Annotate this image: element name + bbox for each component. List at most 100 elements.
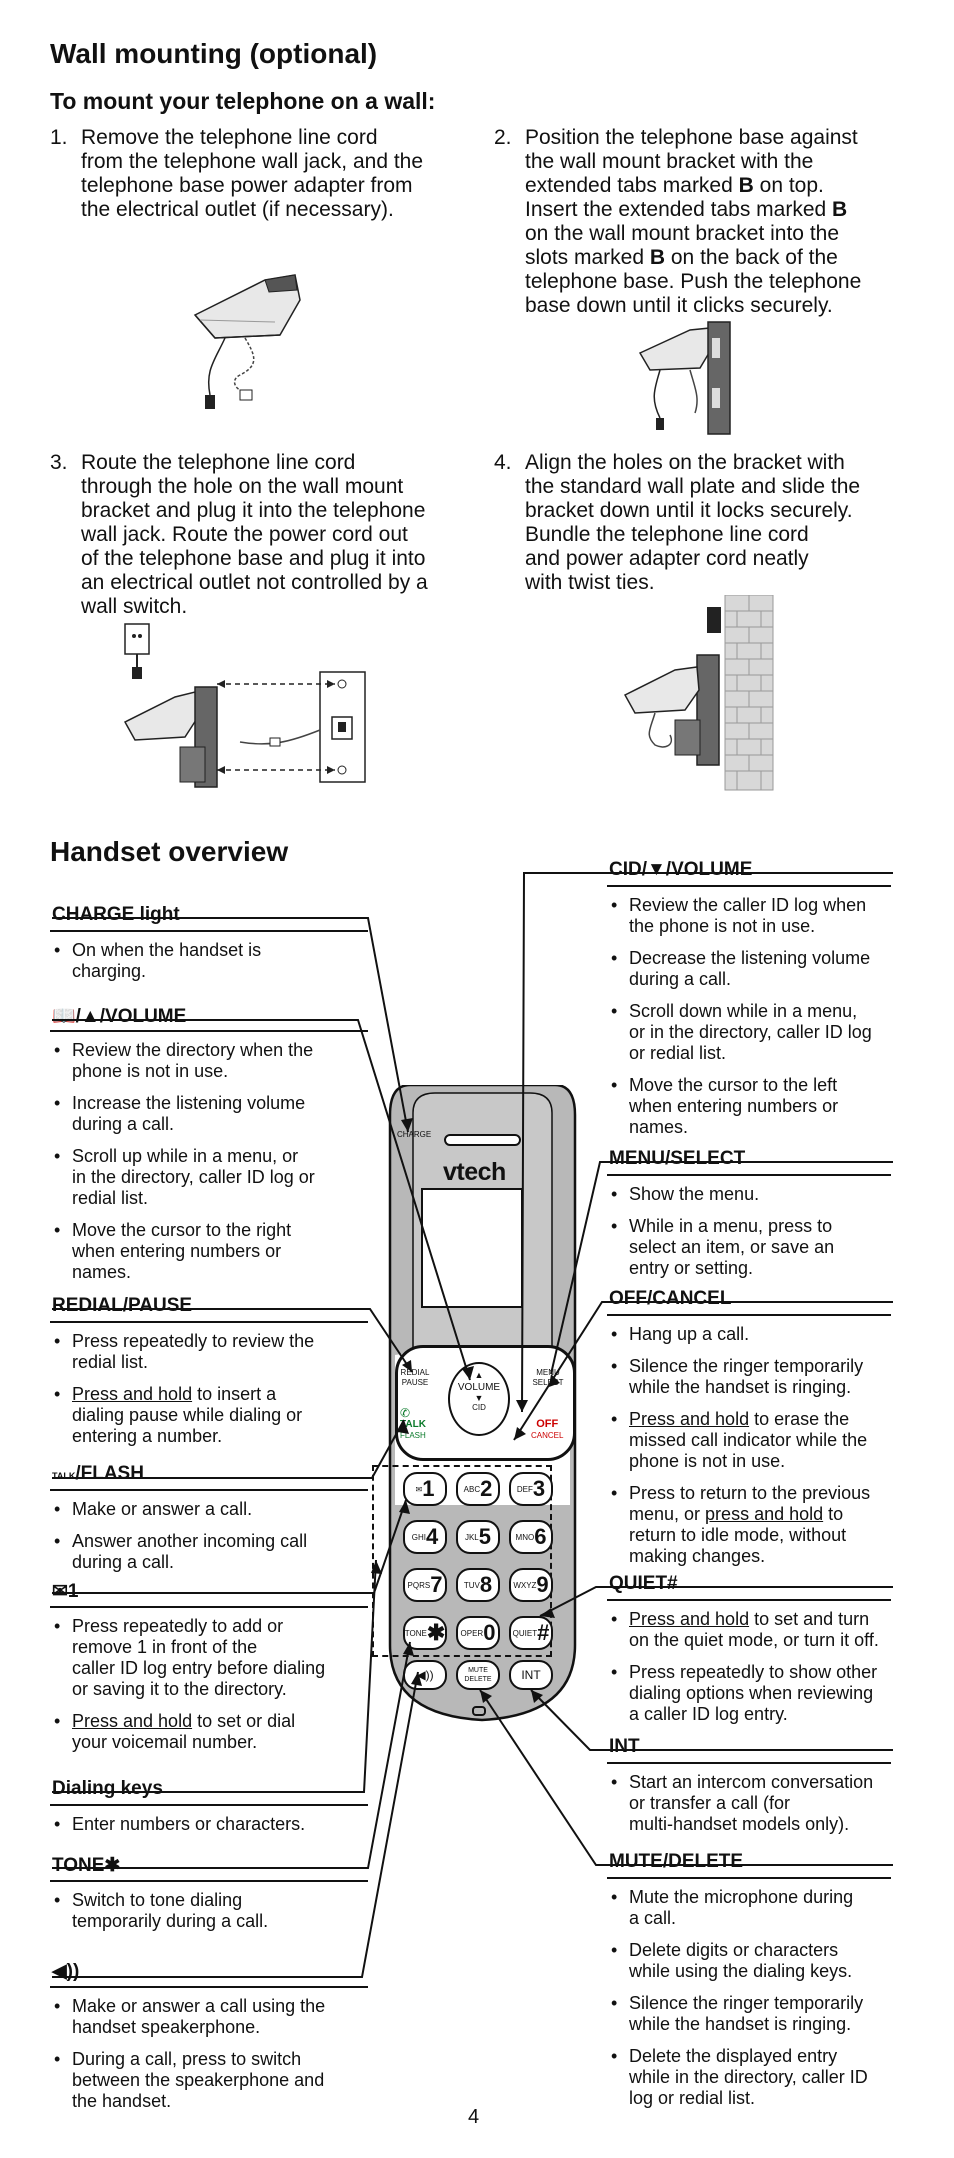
- list-item-line: the handset.: [72, 2091, 172, 2111]
- step-line: through the hole on the wall mount: [81, 475, 404, 498]
- delete-label: DELETE: [464, 1676, 492, 1683]
- off-cancel-button[interactable]: OFF CANCEL: [531, 1418, 563, 1442]
- step-line: Remove the telephone line cord: [81, 126, 378, 149]
- list-item-line: while in the directory, caller ID: [629, 2067, 868, 2087]
- heading-text: QUIET#: [609, 1573, 678, 1594]
- step-line: the standard wall plate and slide the: [525, 475, 861, 498]
- step-line: with twist ties.: [525, 571, 655, 594]
- list-item-line: a caller ID log entry.: [629, 1704, 788, 1724]
- redial-pause-button[interactable]: REDIAL PAUSE: [398, 1368, 432, 1388]
- step-3: 3. Route the telephone line cord through…: [50, 451, 490, 621]
- list-item-line: during a call.: [72, 1114, 175, 1134]
- left-section-heading: ✉1: [52, 1580, 79, 1603]
- list-item-line: return to idle mode, without: [629, 1525, 847, 1545]
- list-item-line: when entering numbers or: [629, 1096, 839, 1116]
- list-item-line: names.: [629, 1117, 689, 1137]
- list-item-line: Review the caller ID log when: [629, 895, 867, 915]
- step-1: 1. Remove the telephone line cord from t…: [50, 126, 490, 226]
- key-0[interactable]: ✉1: [403, 1472, 447, 1506]
- list-item-line: dialing pause while dialing or: [72, 1405, 303, 1425]
- redial-label: REDIAL: [400, 1368, 430, 1377]
- key-9[interactable]: TONE✱: [403, 1616, 447, 1650]
- step-line: telephone base power adapter from: [81, 174, 413, 197]
- step-number: 4.: [494, 451, 512, 474]
- list-item-line: while using the dialing keys.: [629, 1961, 853, 1981]
- key-digit: 6: [534, 1524, 547, 1549]
- list-item-line: redial list.: [72, 1188, 149, 1208]
- step-number: 3.: [50, 451, 68, 474]
- key-letters: WXYZ: [513, 1580, 537, 1590]
- list-item-line: Start an intercom conversation: [629, 1772, 874, 1792]
- heading-rule: [50, 1986, 368, 1988]
- heading-icon: TALK: [52, 1471, 76, 1481]
- list-item-line: Review the directory when the: [72, 1040, 314, 1060]
- key-11[interactable]: QUIET#: [509, 1616, 553, 1650]
- list-item-line: phone is not in use.: [629, 1451, 786, 1471]
- left-section-heading: 📖/▲/VOLUME: [52, 1004, 186, 1028]
- right-section-heading: QUIET#: [609, 1573, 678, 1595]
- step-line: and power adapter cord neatly: [525, 547, 809, 570]
- list-item-line: multi-handset models only).: [629, 1814, 850, 1834]
- cid-label: CID: [472, 1403, 486, 1412]
- mute-delete-button[interactable]: MUTE DELETE: [456, 1660, 500, 1690]
- step-line: Align the holes on the bracket with: [525, 451, 845, 474]
- heading-text: REDIAL/PAUSE: [52, 1295, 193, 1316]
- menu-select-button[interactable]: MENU SELECT: [529, 1368, 567, 1388]
- heading-rule: [607, 885, 891, 887]
- list-item-line: between the speakerphone and: [72, 2070, 325, 2090]
- speaker-button[interactable]: ◀)): [403, 1660, 447, 1690]
- list-item-line: menu, or press and hold to: [629, 1504, 844, 1524]
- list-item: Hang up a call.: [609, 1324, 903, 1345]
- int-label: INT: [521, 1668, 541, 1682]
- step-line: base down until it clicks securely.: [525, 294, 833, 317]
- list-item-line: entering a number.: [72, 1426, 223, 1446]
- talk-flash-button[interactable]: ✆ TALK FLASH: [400, 1407, 426, 1441]
- section-subtitle: To mount your telephone on a wall:: [50, 88, 436, 114]
- list-item-line: Mute the microphone during: [629, 1887, 854, 1907]
- list-item-line: phone is not in use.: [72, 1061, 229, 1081]
- key-digit: 8: [479, 1572, 493, 1597]
- heading-rule: [607, 1762, 891, 1764]
- heading-text: /FLASH: [75, 1463, 144, 1484]
- left-section-list: Enter numbers or characters.: [52, 1814, 380, 1846]
- left-section-heading: REDIAL/PAUSE: [52, 1295, 192, 1317]
- heading-text: ◀)): [52, 1961, 80, 1982]
- int-button[interactable]: INT: [509, 1660, 553, 1690]
- heading-text: MENU/SELECT: [609, 1148, 746, 1169]
- menu-label: MENU: [536, 1368, 560, 1377]
- step-line: of the telephone base and plug it into: [81, 547, 426, 570]
- step-line: telephone base. Push the telephone: [525, 270, 862, 293]
- list-item-line: entry or setting.: [629, 1258, 754, 1278]
- key-letters: DEF: [516, 1484, 533, 1494]
- key-letters: ✉: [415, 1484, 423, 1494]
- heading-icon: ✉: [52, 1581, 68, 1602]
- volume-rocker[interactable]: ▲ VOLUME ▼ CID: [448, 1362, 510, 1436]
- illustration-base-disconnect: [193, 274, 301, 409]
- left-section-heading: ◀)): [52, 1960, 79, 1983]
- list-item-line: Switch to tone dialing: [72, 1890, 243, 1910]
- heading-text: CID/▼/VOLUME: [609, 859, 753, 880]
- list-item-line: or redial list.: [629, 1043, 727, 1063]
- key-digit: 5: [478, 1524, 492, 1549]
- list-item-line: temporarily during a call.: [72, 1911, 269, 1931]
- key-digit: 3: [532, 1476, 546, 1501]
- list-item-line: handset speakerphone.: [72, 2017, 261, 2037]
- list-item-line: Decrease the listening volume: [629, 948, 871, 968]
- list-item-line: the phone is not in use.: [629, 916, 816, 936]
